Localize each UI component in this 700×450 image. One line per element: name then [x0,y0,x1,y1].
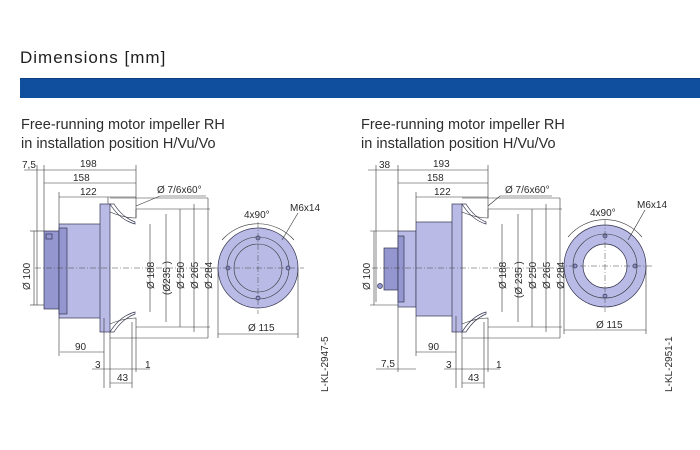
right-drawing-code: L-KL-2951-1 [664,336,675,392]
left-dim-angle: 4x90° [244,210,270,221]
right-side-view [368,165,568,388]
left-dim-43: 43 [117,373,129,384]
right-motor-body [415,221,457,317]
left-dim-d115: Ø 115 [248,323,275,334]
right-dim-angle: 4x90° [590,208,616,219]
right-dim-d284: Ø 284 [556,261,567,289]
right-dim-d188: Ø 188 [498,261,509,289]
left-dim-158: 158 [73,173,90,184]
right-dim-1: 1 [496,360,502,371]
left-front-view [212,212,304,338]
right-shaft [383,247,399,291]
right-dim-thread: M6x14 [637,200,667,211]
right-caption: Free-running motor impeller RH in instal… [361,116,565,154]
left-dim-d188: Ø 188 [146,261,157,289]
left-dim-d284: Ø 284 [204,261,215,289]
right-dim-d100: Ø 100 [362,262,373,290]
left-dim-7-5: 7,5 [22,160,36,171]
right-dim-d250: Ø 250 [528,261,539,289]
right-dim-hole: Ø 7/6x60° [505,185,550,196]
right-caption-line-1: Free-running motor impeller RH [361,117,565,133]
right-dim-38: 38 [379,160,391,171]
left-dim-d100: Ø 100 [22,262,33,290]
right-dim-d235: (Ø 235 ) [514,261,525,298]
left-caption: Free-running motor impeller RH in instal… [21,116,225,154]
right-dim-d115: Ø 115 [596,320,623,331]
right-dim-7-5: 7,5 [381,359,395,370]
right-dim-3: 3 [446,360,452,371]
left-dim-d250: Ø 250 [176,261,187,289]
right-caption-line-2: in installation position H/Vu/Vo [361,136,556,152]
right-dim-158: 158 [427,173,444,184]
left-drawing-code: L-KL-2947-5 [320,336,331,392]
right-dim-90: 90 [428,342,440,353]
right-dim-43: 43 [468,373,480,384]
left-dim-d265: Ø 265 [190,261,201,289]
left-dim-hole: Ø 7/6x60° [157,185,202,196]
left-dim-d235: (Ø235 ) [162,261,173,295]
left-shaft-flange [43,230,60,310]
left-dim-122: 122 [80,187,97,198]
right-front-view [558,209,652,334]
right-dim-d265: Ø 265 [542,261,553,289]
header-bar [20,78,700,98]
right-dim-122: 122 [434,187,451,198]
left-caption-line-2: in installation position H/Vu/Vo [21,136,216,152]
right-dim-193: 193 [433,159,450,170]
left-dim-thread: M6x14 [290,203,320,214]
left-dim-90: 90 [75,342,87,353]
left-dim-198: 198 [80,159,97,170]
left-dim-1: 1 [145,360,151,371]
left-dim-3: 3 [95,360,101,371]
page-title: Dimensions [mm] [20,48,167,67]
left-caption-line-1: Free-running motor impeller RH [21,117,225,133]
left-side-view [24,165,215,388]
